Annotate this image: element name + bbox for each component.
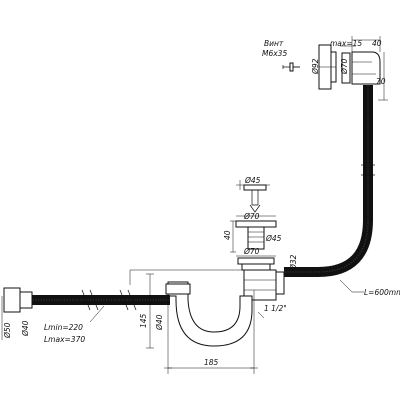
d70-overflow-label: Ø70 (340, 58, 349, 75)
d40-left-label: Ø40 (21, 320, 30, 337)
screw (282, 62, 300, 72)
screw-title-label: Винт (264, 39, 284, 48)
overflow-cap (318, 44, 337, 90)
d45-drain-label: Ø45 (265, 234, 282, 243)
hose-length-label: L=600mm (364, 288, 400, 297)
d40-trap-label: Ø40 (155, 314, 164, 331)
dim40-top-label: 40 (372, 39, 382, 48)
drain-tee (243, 269, 285, 301)
d45-plug-label: Ø45 (244, 176, 261, 185)
d50-label: Ø50 (3, 322, 12, 339)
drain-plug (243, 184, 267, 213)
overflow-body (341, 51, 381, 85)
d92-label: Ø92 (311, 58, 320, 75)
d32-label: Ø32 (289, 254, 298, 271)
max15-label: max=15 (330, 39, 362, 48)
corrugated-hose-overflow (284, 85, 373, 277)
drain-grid (235, 220, 277, 250)
lmax-label: Lmax=370 (44, 335, 85, 344)
dim145-label: 145 (139, 313, 148, 328)
d70-grid-label: Ø70 (243, 212, 260, 221)
dim185-label: 185 (204, 358, 219, 367)
d70-nut-label: Ø70 (243, 247, 260, 256)
dim40-left-label: 40 (223, 230, 232, 240)
thread-label: 1 1/2" (264, 304, 287, 313)
drain-nut (237, 257, 275, 271)
lmin-label: Lmin=220 (44, 323, 83, 332)
outlet-cuff (3, 287, 21, 313)
screw-size-label: М6х35 (262, 49, 287, 58)
dim70-label: 70 (376, 77, 386, 86)
trap-siphon (165, 281, 253, 347)
